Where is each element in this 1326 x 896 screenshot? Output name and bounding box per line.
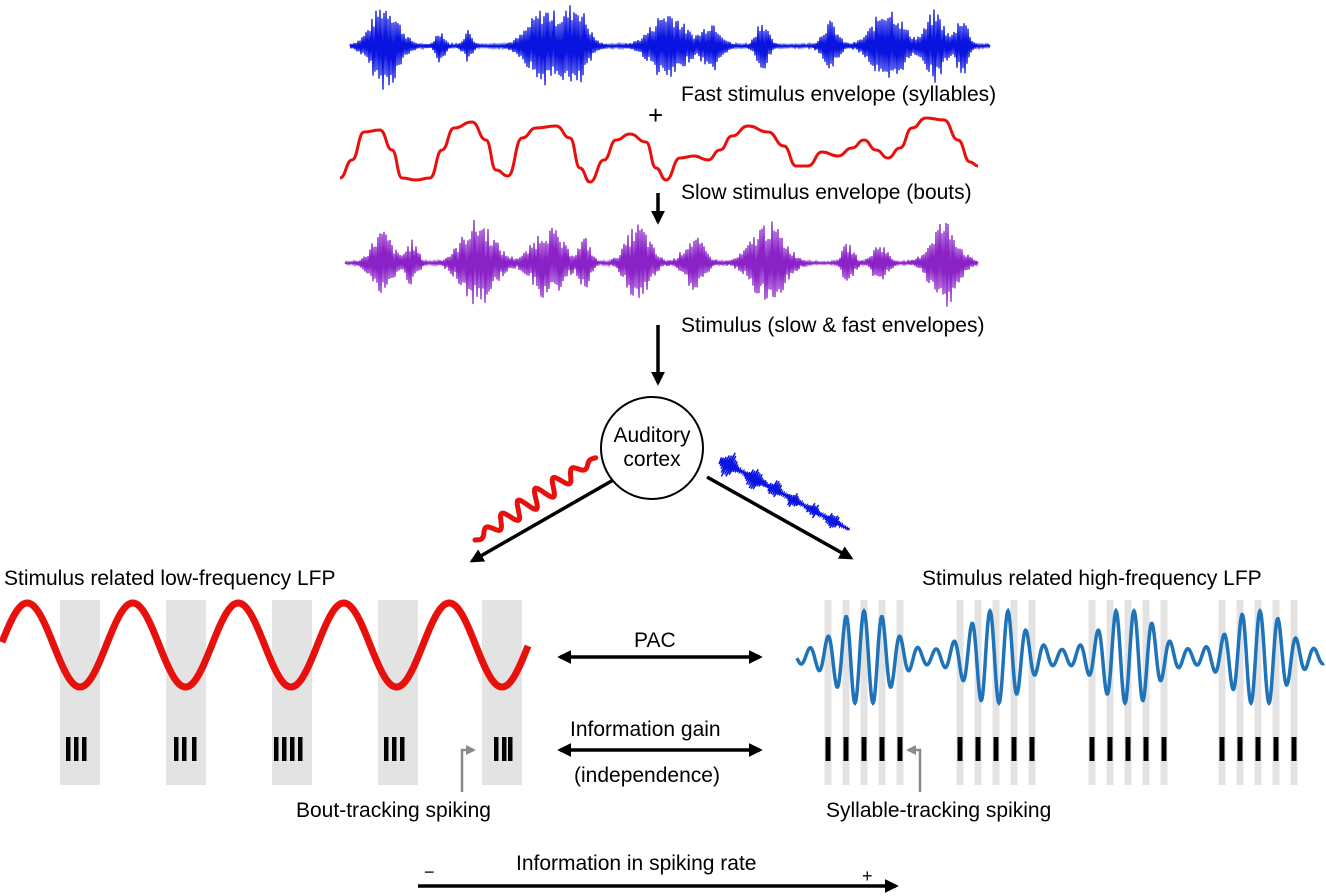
syllable-band [1106, 600, 1114, 785]
syllable-band [1028, 600, 1036, 785]
spike-mark [174, 737, 179, 761]
node-label-line1: Auditory [613, 423, 691, 447]
fast-wavelet-icon [718, 452, 850, 531]
spike-mark [1125, 737, 1131, 761]
fast-envelope-waveform [349, 5, 991, 90]
spike-mark [494, 737, 499, 761]
plus-operator: + [648, 100, 664, 130]
syllable-band [896, 600, 904, 785]
spike-mark [1107, 737, 1113, 761]
syllable-band [956, 600, 964, 785]
spike-mark [1143, 737, 1149, 761]
spike-mark [400, 737, 405, 761]
high-lfp-syllable-bands [824, 600, 1298, 785]
information-gain-label: Information gain [570, 718, 721, 741]
low-lfp-label: Stimulus related low-frequency LFP [4, 567, 336, 590]
syllable-band [1254, 600, 1262, 785]
syllable-band [1088, 600, 1096, 785]
spike-mark [843, 737, 849, 761]
spike-mark [879, 737, 885, 761]
spike-mark [1273, 737, 1279, 761]
syllable-band [1218, 600, 1226, 785]
syllable-band [860, 600, 868, 785]
spike-mark [993, 737, 999, 761]
spike-mark [74, 737, 79, 761]
spike-mark [1089, 737, 1095, 761]
auditory-cortex-node: Auditory cortex [600, 396, 704, 500]
bout-spiking-pointer [460, 745, 476, 792]
syllable-spiking-label: Syllable-tracking spiking [826, 799, 1052, 822]
information-rate-label: Information in spiking rate [516, 852, 757, 875]
syllable-band [1290, 600, 1298, 785]
spike-mark [290, 737, 295, 761]
syllable-tracking-spikes [825, 737, 1297, 761]
low-frequency-lfp-trace [0, 599, 532, 691]
arrow-cortex-to-high-lfp [706, 475, 854, 560]
axis-plus-sign: + [862, 866, 873, 886]
spike-mark [897, 737, 903, 761]
spike-mark [1219, 737, 1225, 761]
syllable-spiking-pointer [906, 745, 922, 792]
fast-envelope-label: Fast stimulus envelope (syllables) [681, 83, 997, 106]
spike-mark [1237, 737, 1243, 761]
spike-mark [1011, 737, 1017, 761]
spike-mark [282, 737, 287, 761]
axis-minus-sign: − [424, 862, 435, 882]
spike-mark [1161, 737, 1167, 761]
spike-mark [1291, 737, 1297, 761]
high-frequency-lfp-trace [795, 607, 1325, 707]
independence-label: (independence) [574, 764, 720, 787]
syllable-band [1272, 600, 1280, 785]
syllable-band [1010, 600, 1018, 785]
spike-mark [192, 737, 197, 761]
spike-mark [502, 737, 507, 761]
spike-mark [392, 737, 397, 761]
stimulus-waveform [344, 219, 979, 307]
syllable-band [842, 600, 850, 785]
slow-wavelet-icon [472, 455, 599, 543]
spike-mark [957, 737, 963, 761]
spike-mark [861, 737, 867, 761]
spike-mark [1029, 737, 1035, 761]
spike-mark [825, 737, 831, 761]
bout-tracking-spikes [66, 737, 513, 761]
pac-label: PAC [634, 629, 676, 652]
spike-mark [384, 737, 389, 761]
stimulus-label: Stimulus (slow & fast envelopes) [681, 314, 985, 337]
spike-mark [975, 737, 981, 761]
spike-mark [1255, 737, 1261, 761]
node-label-line2: cortex [623, 448, 681, 471]
arrow-cortex-to-low-lfp [469, 477, 616, 563]
syllable-band [1160, 600, 1168, 785]
spike-mark [298, 737, 303, 761]
spike-mark [508, 737, 513, 761]
syllable-band [824, 600, 832, 785]
spike-mark [82, 737, 87, 761]
slow-envelope-waveform [339, 116, 979, 184]
syllable-band [878, 600, 886, 785]
spike-mark [274, 737, 279, 761]
slow-envelope-label: Slow stimulus envelope (bouts) [681, 181, 972, 204]
spike-mark [182, 737, 187, 761]
high-lfp-label: Stimulus related high-frequency LFP [922, 567, 1262, 590]
syllable-band [1236, 600, 1244, 785]
spike-mark [66, 737, 71, 761]
bout-spiking-label: Bout-tracking spiking [296, 799, 491, 822]
